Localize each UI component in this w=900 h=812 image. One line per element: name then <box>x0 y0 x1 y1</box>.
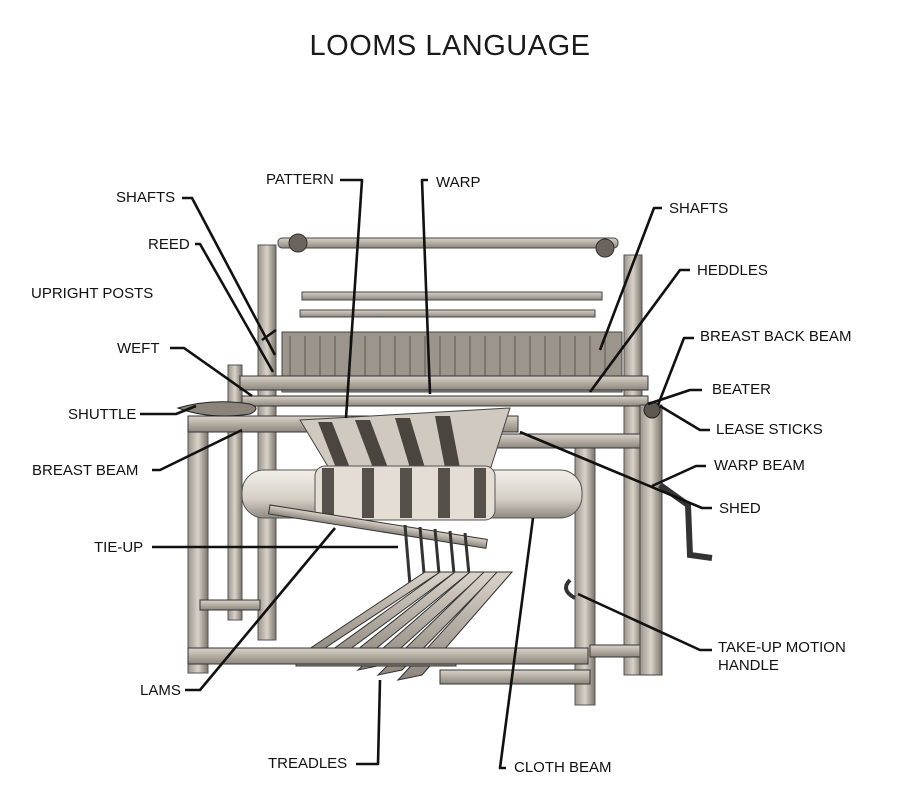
leader-warp-beam <box>651 464 706 488</box>
leader-warp <box>420 178 432 395</box>
label-upright-posts: UPRIGHT POSTS <box>31 285 154 302</box>
label-shafts-right: SHAFTS <box>669 200 729 217</box>
leader-breast-beam <box>152 428 243 472</box>
leader-shed <box>519 430 712 510</box>
label-shafts-left: SHAFTS <box>116 189 176 206</box>
label-weft: WEFT <box>117 340 160 357</box>
label-shed: SHED <box>719 500 761 517</box>
label-heddles: HEDDLES <box>697 262 768 279</box>
label-breast-back-beam: BREAST BACK BEAM <box>700 328 852 345</box>
leader-cloth-beam <box>498 517 535 770</box>
label-beater: BEATER <box>712 381 771 398</box>
label-lams: LAMS <box>140 682 181 699</box>
label-warp-beam: WARP BEAM <box>714 457 805 474</box>
loom-frame <box>176 233 713 706</box>
leader-pattern <box>340 178 364 419</box>
diagram-title: LOOMS LANGUAGE <box>309 30 591 62</box>
leader-beater <box>647 388 702 406</box>
leader-shafts-right <box>598 206 662 351</box>
leader-reed <box>195 242 275 373</box>
label-reed: REED <box>148 236 190 253</box>
label-cloth-beam: CLOTH BEAM <box>514 759 612 776</box>
callout-lines <box>140 178 712 770</box>
label-lease-sticks: LEASE STICKS <box>716 421 823 438</box>
leader-shafts-left <box>182 196 277 356</box>
label-tie-up: TIE-UP <box>94 539 144 556</box>
label-take-up-motion-handle: TAKE-UP MOTION HANDLE <box>718 639 846 674</box>
leader-take-up-handle <box>577 592 712 652</box>
leader-weft <box>170 346 253 398</box>
leader-shuttle <box>140 404 197 416</box>
leader-treadles <box>356 679 382 766</box>
leader-heddles <box>588 268 690 393</box>
leader-breast-back-beam <box>656 336 694 406</box>
leader-lease-sticks <box>659 404 710 432</box>
label-shuttle: SHUTTLE <box>68 406 137 423</box>
label-treadles: TREADLES <box>268 755 348 772</box>
leader-upright-posts <box>261 328 277 342</box>
label-warp: WARP <box>436 174 481 191</box>
leader-lams <box>185 527 336 692</box>
label-pattern: PATTERN <box>266 171 334 188</box>
label-breast-beam: BREAST BEAM <box>32 462 139 479</box>
